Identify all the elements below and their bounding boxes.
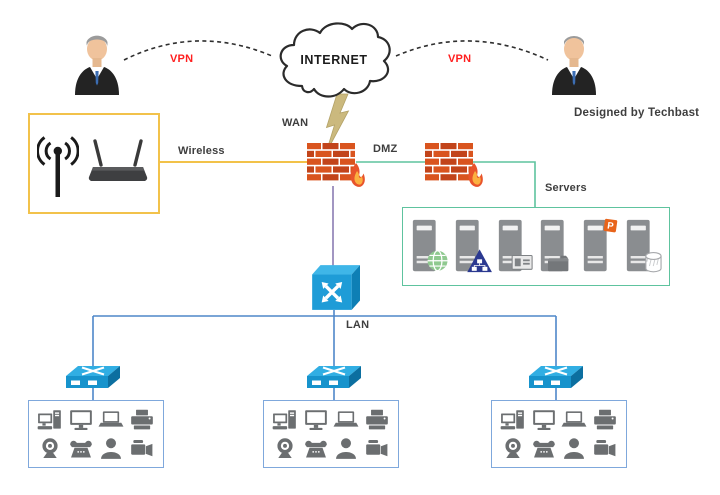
active-directory-server-icon	[451, 218, 492, 273]
wireless-label: Wireless	[178, 145, 225, 157]
laptop-icon	[561, 408, 587, 432]
workstation-group-3	[491, 400, 627, 468]
monitor-icon	[303, 408, 329, 432]
internet-cloud	[279, 22, 391, 98]
database-server-icon	[622, 218, 662, 273]
vpn-left-dashed-line	[123, 40, 273, 61]
person-icon	[98, 436, 124, 460]
file-server-icon	[536, 218, 569, 272]
wireless-router-icon	[88, 138, 148, 181]
contact-card-server-icon	[494, 218, 533, 275]
printer-icon	[592, 408, 618, 432]
webcam-icon	[37, 436, 63, 460]
video-camera-icon	[592, 436, 618, 460]
core-switch-icon	[312, 265, 360, 310]
laptop-icon	[98, 408, 124, 432]
desk-phone-icon	[531, 436, 557, 460]
desktop-pc-icon	[37, 408, 63, 432]
remote-user-left-icon	[75, 35, 119, 95]
remote-user-right-icon	[552, 35, 596, 95]
webcam-icon	[272, 436, 298, 460]
internet-label: INTERNET	[300, 53, 368, 67]
servers-label: Servers	[545, 182, 587, 194]
sharepoint-badge-letter: P	[607, 220, 615, 232]
vpn-right-label: VPN	[448, 53, 472, 65]
video-camera-icon	[129, 436, 155, 460]
sharepoint-server-icon: P	[579, 218, 618, 275]
vpn-left-label: VPN	[170, 53, 194, 65]
web-server-icon	[408, 218, 448, 272]
desktop-pc-icon	[500, 408, 526, 432]
workstation-group-2	[263, 400, 399, 468]
monitor-icon	[68, 408, 94, 432]
vpn-right-dashed-line	[395, 40, 549, 61]
dmz-label: DMZ	[373, 143, 398, 155]
access-switch-middle-icon	[303, 364, 365, 394]
credit-text: Designed by Techbast	[574, 107, 700, 119]
printer-icon	[364, 408, 390, 432]
webcam-icon	[500, 436, 526, 460]
servers-group-box: P	[402, 207, 670, 286]
video-camera-icon	[364, 436, 390, 460]
desk-phone-icon	[303, 436, 329, 460]
wireless-group-box	[28, 113, 160, 214]
desktop-pc-icon	[272, 408, 298, 432]
printer-icon	[129, 408, 155, 432]
desk-phone-icon	[68, 436, 94, 460]
firewall-dmz-icon	[425, 143, 483, 187]
antenna-icon	[37, 135, 79, 197]
person-icon	[333, 436, 359, 460]
wan-label: WAN	[282, 117, 309, 129]
firewall-outer-icon	[307, 143, 365, 187]
lan-label: LAN	[346, 319, 370, 331]
workstation-group-1	[28, 400, 164, 468]
person-icon	[561, 436, 587, 460]
access-switch-left-icon	[62, 364, 124, 394]
access-switch-right-icon	[525, 364, 587, 394]
monitor-icon	[531, 408, 557, 432]
laptop-icon	[333, 408, 359, 432]
